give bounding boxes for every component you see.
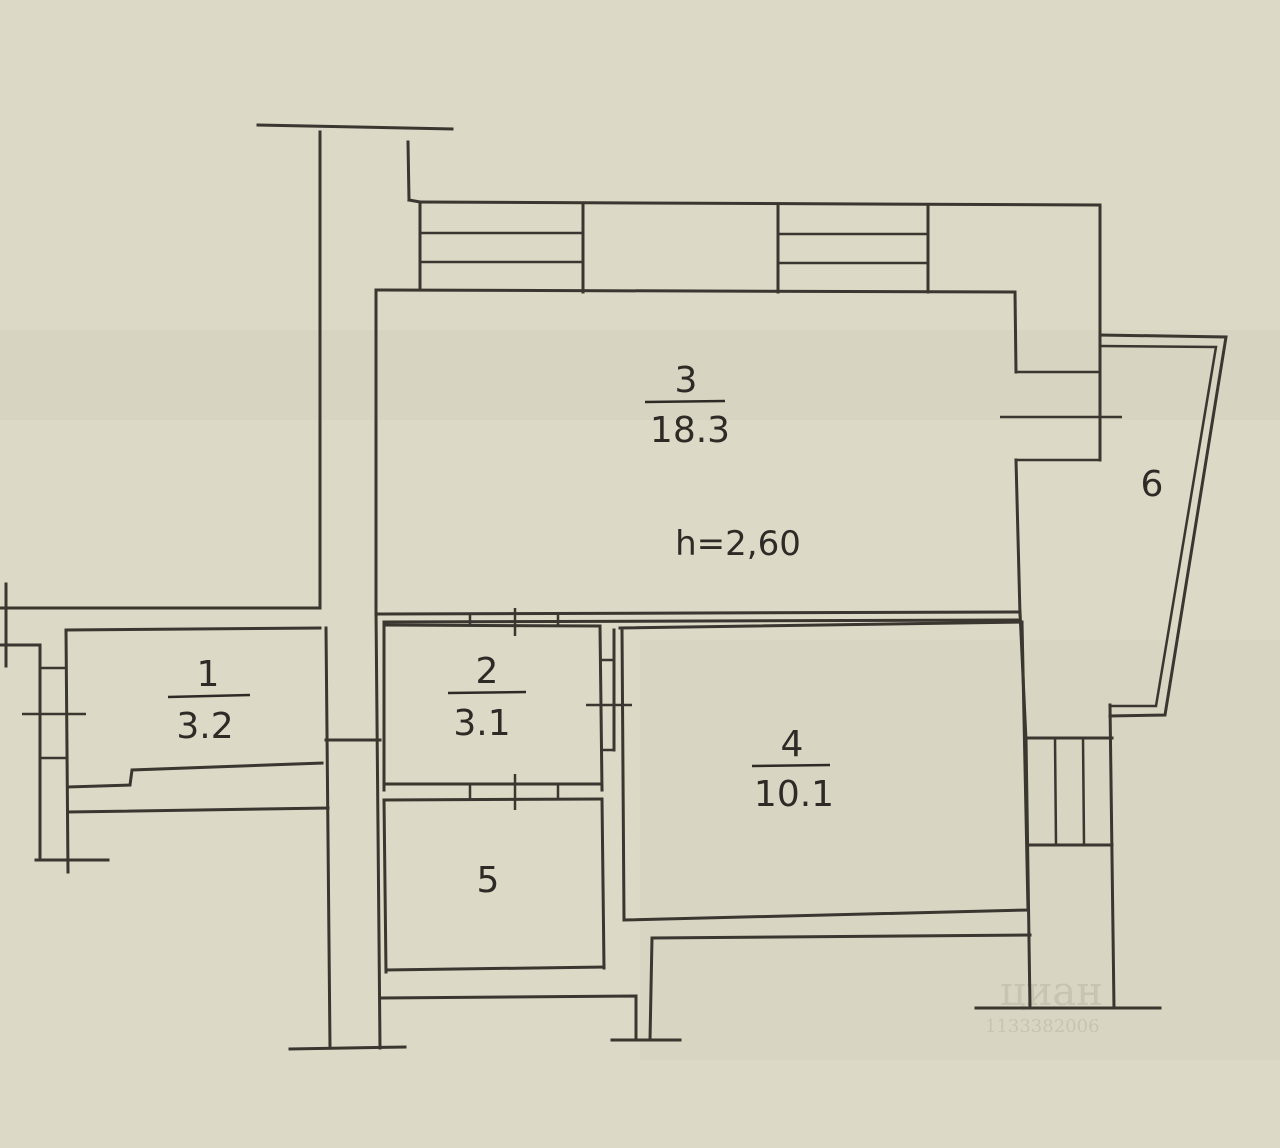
room-2: 2 3.1 bbox=[447, 651, 527, 744]
room-4-number: 4 bbox=[781, 724, 804, 765]
room-4-fraction-bar bbox=[751, 763, 831, 768]
watermark-code: 1133382006 bbox=[985, 1016, 1100, 1037]
room-2-fraction-bar bbox=[447, 690, 527, 695]
room-4-area: 10.1 bbox=[754, 774, 834, 815]
room-3: 3 18.3 h=2,60 bbox=[644, 360, 801, 564]
room-2-area: 3.1 bbox=[453, 703, 510, 744]
room-5: 5 bbox=[477, 860, 500, 901]
room-3-area: 18.3 bbox=[650, 410, 730, 451]
room-5-number: 5 bbox=[477, 860, 500, 901]
room-3-number: 3 bbox=[675, 360, 698, 401]
room-3-fraction-bar bbox=[644, 399, 726, 404]
room-2-number: 2 bbox=[476, 651, 499, 692]
room-1-number: 1 bbox=[197, 654, 220, 695]
room-3-height: h=2,60 bbox=[675, 524, 801, 564]
room-6-number: 6 bbox=[1141, 464, 1164, 505]
watermark: циан 1133382006 bbox=[985, 969, 1103, 1037]
room-4: 4 10.1 bbox=[751, 724, 834, 815]
walls bbox=[0, 123, 1228, 1051]
room-1: 1 3.2 bbox=[167, 654, 251, 747]
room-1-area: 3.2 bbox=[176, 706, 233, 747]
room-1-fraction-bar bbox=[167, 693, 251, 699]
room-6: 6 bbox=[1141, 464, 1164, 505]
